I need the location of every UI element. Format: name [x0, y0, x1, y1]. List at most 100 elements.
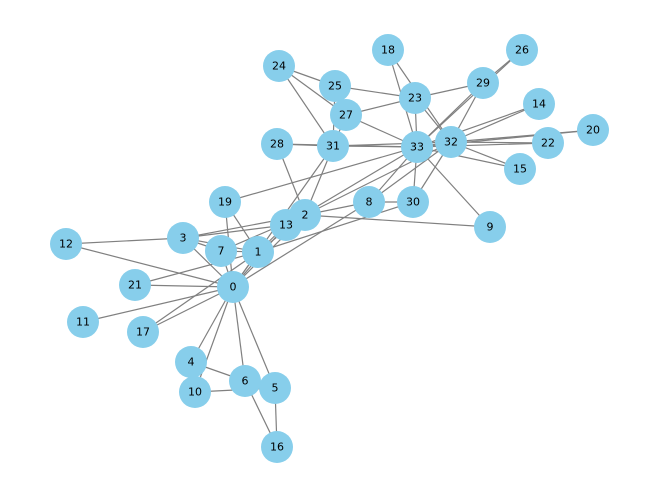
node-circle-19[interactable]	[209, 186, 241, 218]
node-label-16: 16	[270, 441, 284, 454]
node-circle-6[interactable]	[229, 365, 261, 397]
edge-0-8	[232, 201, 370, 288]
node-28[interactable]: 28	[261, 128, 293, 160]
node-label-10: 10	[188, 386, 202, 399]
node-18[interactable]: 18	[372, 34, 404, 66]
node-16[interactable]: 16	[261, 431, 293, 463]
node-label-3: 3	[180, 232, 187, 245]
node-12[interactable]: 12	[50, 228, 82, 260]
node-circle-13[interactable]	[270, 209, 302, 241]
node-circle-17[interactable]	[127, 316, 159, 348]
node-label-1: 1	[255, 246, 262, 259]
node-7[interactable]: 7	[205, 235, 237, 267]
node-label-0: 0	[230, 281, 237, 294]
node-circle-5[interactable]	[259, 372, 291, 404]
node-31[interactable]: 31	[317, 130, 349, 162]
node-circle-10[interactable]	[179, 376, 211, 408]
node-label-23: 23	[408, 92, 422, 105]
node-label-14: 14	[532, 98, 546, 111]
node-29[interactable]: 29	[467, 67, 499, 99]
edge-0-5	[232, 286, 276, 389]
node-0[interactable]: 0	[217, 271, 249, 303]
edge-3-13	[182, 224, 287, 239]
node-21[interactable]: 21	[119, 269, 151, 301]
node-circle-26[interactable]	[506, 34, 538, 66]
edge-0-21	[134, 284, 234, 288]
node-13[interactable]: 13	[270, 209, 302, 241]
node-label-27: 27	[339, 109, 353, 122]
node-32[interactable]: 32	[435, 126, 467, 158]
node-11[interactable]: 11	[67, 306, 99, 338]
node-25[interactable]: 25	[319, 70, 351, 102]
node-19[interactable]: 19	[209, 186, 241, 218]
node-22[interactable]: 22	[532, 127, 564, 159]
node-4[interactable]: 4	[175, 346, 207, 378]
node-label-33: 33	[410, 141, 424, 154]
node-9[interactable]: 9	[474, 211, 506, 243]
node-circle-12[interactable]	[50, 228, 82, 260]
node-3[interactable]: 3	[167, 222, 199, 254]
edge-2-27	[304, 114, 347, 216]
node-label-12: 12	[59, 238, 73, 251]
node-circle-24[interactable]	[263, 50, 295, 82]
edge-8-32	[368, 141, 452, 203]
edge-1-30	[257, 201, 414, 253]
node-circle-9[interactable]	[474, 211, 506, 243]
node-circle-33[interactable]	[401, 131, 433, 163]
node-circle-11[interactable]	[67, 306, 99, 338]
node-10[interactable]: 10	[179, 376, 211, 408]
node-circle-7[interactable]	[205, 235, 237, 267]
node-circle-0[interactable]	[217, 271, 249, 303]
node-1[interactable]: 1	[242, 236, 274, 268]
node-circle-27[interactable]	[330, 99, 362, 131]
node-circle-23[interactable]	[399, 82, 431, 114]
node-label-11: 11	[76, 316, 90, 329]
node-23[interactable]: 23	[399, 82, 431, 114]
edge-3-12	[65, 237, 184, 245]
node-circle-20[interactable]	[577, 114, 609, 146]
edge-19-33	[224, 146, 418, 203]
nodes-layer: 0123456789101112131415161718192021222324…	[50, 34, 609, 463]
node-circle-4[interactable]	[175, 346, 207, 378]
node-30[interactable]: 30	[397, 186, 429, 218]
node-label-7: 7	[218, 245, 225, 258]
node-circle-3[interactable]	[167, 222, 199, 254]
node-circle-16[interactable]	[261, 431, 293, 463]
node-17[interactable]: 17	[127, 316, 159, 348]
node-15[interactable]: 15	[504, 153, 536, 185]
node-24[interactable]: 24	[263, 50, 295, 82]
node-label-9: 9	[487, 221, 494, 234]
node-5[interactable]: 5	[259, 372, 291, 404]
node-circle-21[interactable]	[119, 269, 151, 301]
node-6[interactable]: 6	[229, 365, 261, 397]
node-label-19: 19	[218, 196, 232, 209]
node-label-15: 15	[513, 163, 527, 176]
node-circle-22[interactable]	[532, 127, 564, 159]
node-circle-29[interactable]	[467, 67, 499, 99]
node-circle-31[interactable]	[317, 130, 349, 162]
node-circle-18[interactable]	[372, 34, 404, 66]
node-circle-15[interactable]	[504, 153, 536, 185]
node-label-18: 18	[381, 44, 395, 57]
node-label-22: 22	[541, 137, 555, 150]
node-26[interactable]: 26	[506, 34, 538, 66]
node-label-25: 25	[328, 80, 342, 93]
node-33[interactable]: 33	[401, 131, 433, 163]
edge-0-11	[82, 286, 234, 323]
node-circle-14[interactable]	[523, 88, 555, 120]
node-circle-25[interactable]	[319, 70, 351, 102]
node-circle-1[interactable]	[242, 236, 274, 268]
node-8[interactable]: 8	[353, 186, 385, 218]
node-label-30: 30	[406, 196, 420, 209]
node-label-26: 26	[515, 44, 529, 57]
edge-15-33	[416, 146, 521, 170]
node-20[interactable]: 20	[577, 114, 609, 146]
node-circle-32[interactable]	[435, 126, 467, 158]
node-14[interactable]: 14	[523, 88, 555, 120]
node-27[interactable]: 27	[330, 99, 362, 131]
edge-24-31	[278, 65, 334, 147]
node-circle-8[interactable]	[353, 186, 385, 218]
node-circle-28[interactable]	[261, 128, 293, 160]
node-circle-30[interactable]	[397, 186, 429, 218]
